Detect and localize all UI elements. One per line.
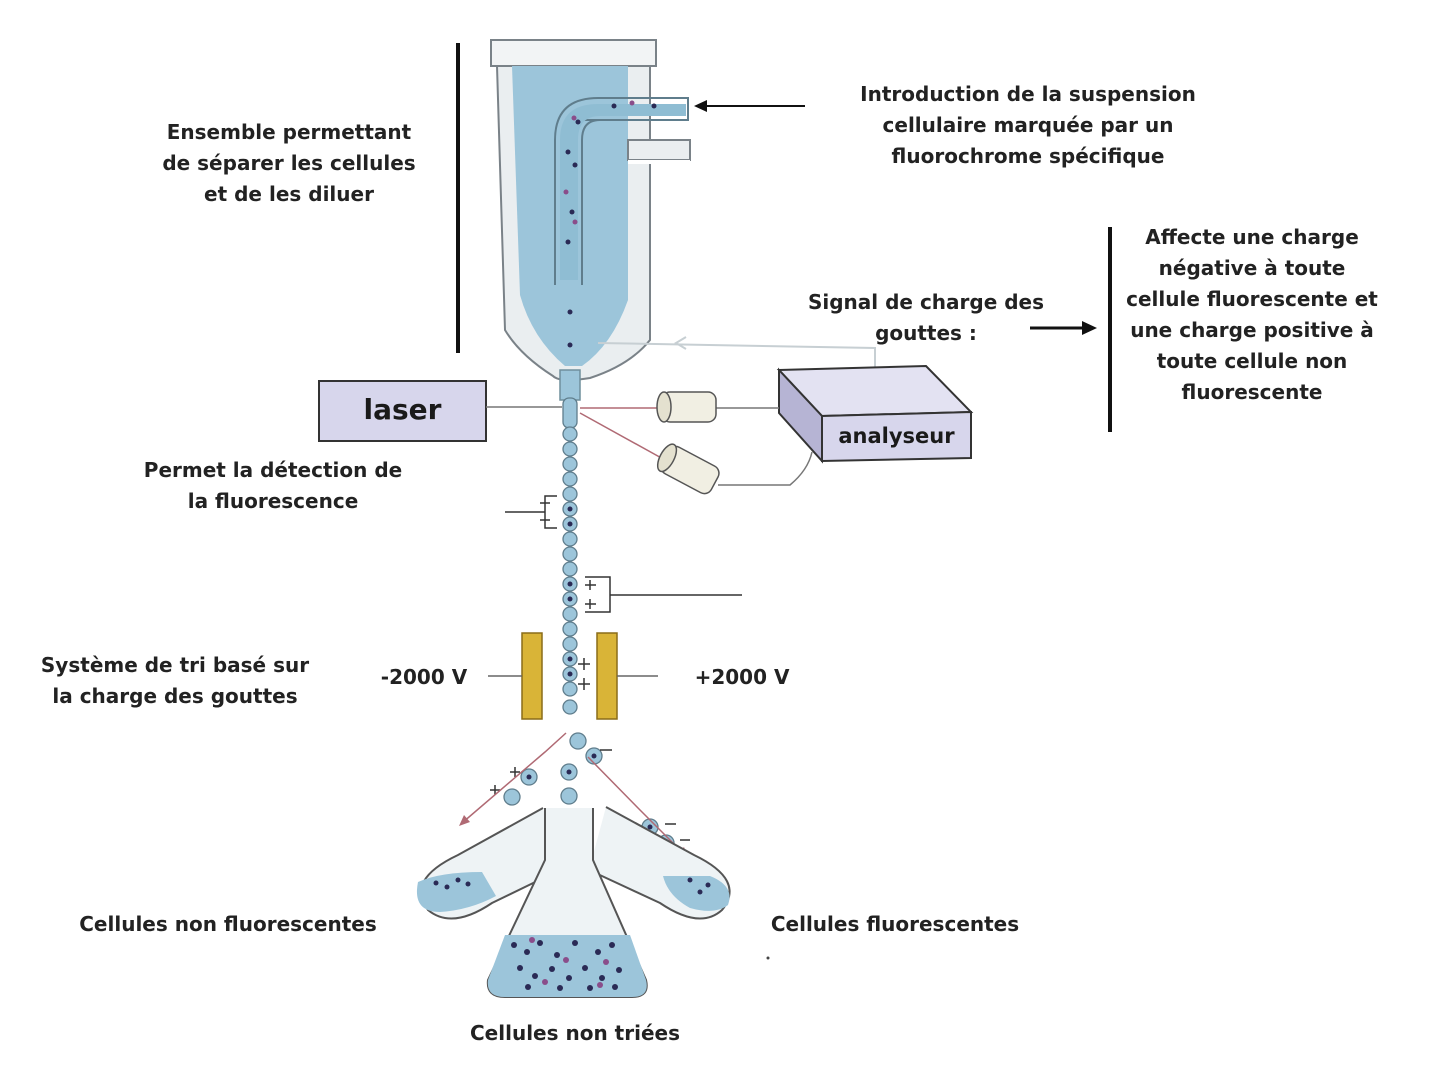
affecte-line: Affecte une charge — [1145, 225, 1359, 249]
signal-line: gouttes : — [875, 321, 977, 345]
ensemble-line: de séparer les cellules — [162, 151, 416, 175]
feedback-line — [597, 342, 876, 368]
signal-label: Signal de charge des gouttes : — [795, 287, 1057, 349]
affecte-line: négative à toute — [1158, 256, 1346, 280]
analyseur-label: analyseur — [838, 424, 955, 448]
affecte-label: Affecte une charge négative à toute cell… — [1110, 222, 1394, 408]
minus-plate — [521, 632, 543, 720]
analyseur-box — [776, 364, 974, 464]
signal-line: Signal de charge des — [807, 290, 1045, 314]
introduction-line: Introduction de la suspension — [860, 82, 1196, 106]
left-tube — [416, 807, 561, 920]
tri-label: Système de tri basé sur la charge des go… — [30, 650, 320, 712]
introduction-line: fluorochrome spécifique — [891, 144, 1165, 168]
right-tube — [588, 806, 731, 920]
plus-voltage-label: +2000 V — [694, 665, 790, 689]
tri-line: la charge des gouttes — [52, 684, 298, 708]
laser-label: laser — [363, 393, 442, 426]
introduction-line: cellulaire marquée par un — [882, 113, 1174, 137]
laser-box — [318, 380, 487, 442]
plus-plate — [596, 632, 618, 720]
droplet-stream — [503, 397, 675, 857]
non-triees-label: Cellules non triées — [470, 1021, 680, 1045]
detection-label: Permet la détection de la fluorescence — [130, 455, 416, 517]
introduction-label: Introduction de la suspension cellulaire… — [838, 79, 1218, 172]
center-flask — [486, 808, 648, 998]
fluo-label: Cellules fluorescentes — [770, 912, 1020, 936]
detection-line: la fluorescence — [187, 489, 359, 513]
charge-markers — [490, 495, 742, 841]
ensemble-label: Ensemble permettant de séparer les cellu… — [150, 117, 428, 210]
detectors — [579, 391, 813, 495]
ensemble-line: Ensemble permettant — [166, 120, 412, 144]
affecte-line: fluorescente — [1181, 380, 1323, 404]
ensemble-line: et de les diluer — [204, 182, 374, 206]
minus-voltage-label: -2000 V — [380, 665, 468, 689]
detection-line: Permet la détection de — [143, 458, 403, 482]
affecte-line: cellule fluorescente et — [1126, 287, 1378, 311]
nozzle — [490, 39, 691, 401]
tri-line: Système de tri basé sur — [40, 653, 310, 677]
affecte-line: toute cellule non — [1156, 349, 1348, 373]
non-fluo-label: Cellules non fluorescentes — [79, 912, 377, 936]
affecte-line: une charge positive à — [1130, 318, 1374, 342]
